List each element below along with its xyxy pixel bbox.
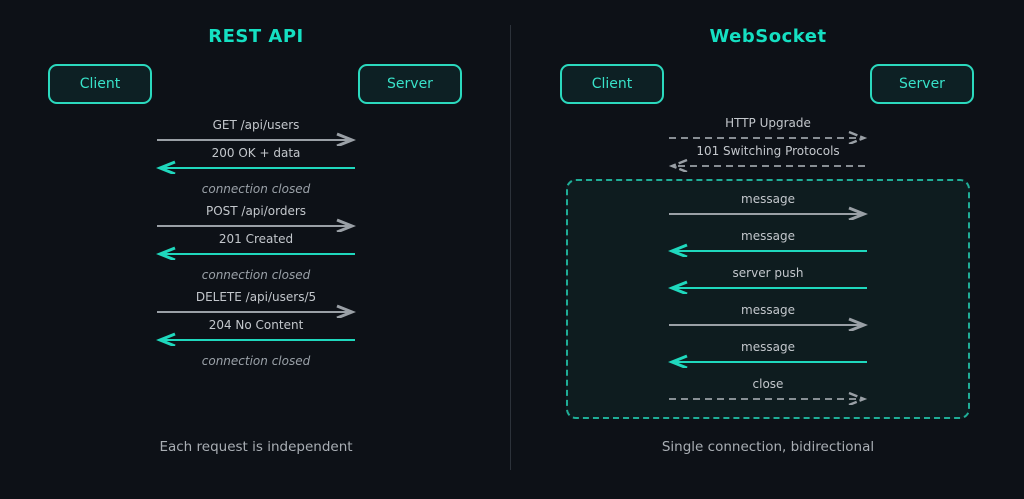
message-row: 201 Created [156,232,356,260]
arrow-left-icon [668,354,867,368]
message-row: 204 No Content [156,318,356,346]
message-row: message [668,303,868,331]
arrow-left-icon [668,243,867,257]
arrow-right-icon [669,206,868,220]
websocket-client-label: Client [591,76,633,92]
arrow-right-icon [669,317,868,331]
dashed-arrow-left-icon [668,158,867,172]
rest-server-box: Server [358,64,462,104]
arrow-left-icon [156,332,355,346]
websocket-server-box: Server [870,64,974,104]
websocket-panel: WebSocket Client Server HTTP Upgrade 101… [512,0,1024,499]
websocket-session-sequence: message message server push [668,192,868,405]
arrow-left-icon [156,160,355,174]
connection-closed-note: connection closed [201,354,311,368]
rest-sequence: GET /api/users 200 OK + data connection … [156,118,356,368]
rest-actors: Client Server [0,64,512,104]
panel-divider [510,25,511,470]
message-row: message [668,192,868,220]
arrow-right-icon [157,218,356,232]
rest-client-label: Client [79,76,121,92]
websocket-panel-title: WebSocket [709,26,827,47]
handshake-row: HTTP Upgrade [668,116,868,144]
dashed-arrow-right-icon [669,391,868,405]
arrow-right-icon [157,304,356,318]
message-row: server push [668,266,868,294]
message-row: message [668,340,868,368]
websocket-caption: Single connection, bidirectional [661,439,875,455]
handshake-row: 101 Switching Protocols [668,144,868,172]
arrow-left-icon [668,280,867,294]
websocket-client-box: Client [560,64,664,104]
message-row: close [668,377,868,405]
rest-server-label: Server [387,76,433,92]
rest-panel-title: REST API [208,26,304,47]
connection-closed-note: connection closed [201,268,311,282]
message-row: DELETE /api/users/5 [156,290,356,318]
message-row: 200 OK + data [156,146,356,174]
rest-caption: Each request is independent [159,439,353,455]
connection-closed-note: connection closed [201,182,311,196]
rest-panel: REST API Client Server GET /api/users 20… [0,26,512,455]
websocket-actors: Client Server [512,64,1024,104]
message-row: message [668,229,868,257]
websocket-session-box: message message server push [566,179,970,419]
arrow-right-icon [157,132,356,146]
websocket-server-label: Server [899,76,945,92]
rest-client-box: Client [48,64,152,104]
arrow-left-icon [156,246,355,260]
message-row: GET /api/users [156,118,356,146]
websocket-handshake: HTTP Upgrade 101 Switching Protocols [668,116,868,172]
dashed-arrow-right-icon [669,130,868,144]
message-row: POST /api/orders [156,204,356,232]
